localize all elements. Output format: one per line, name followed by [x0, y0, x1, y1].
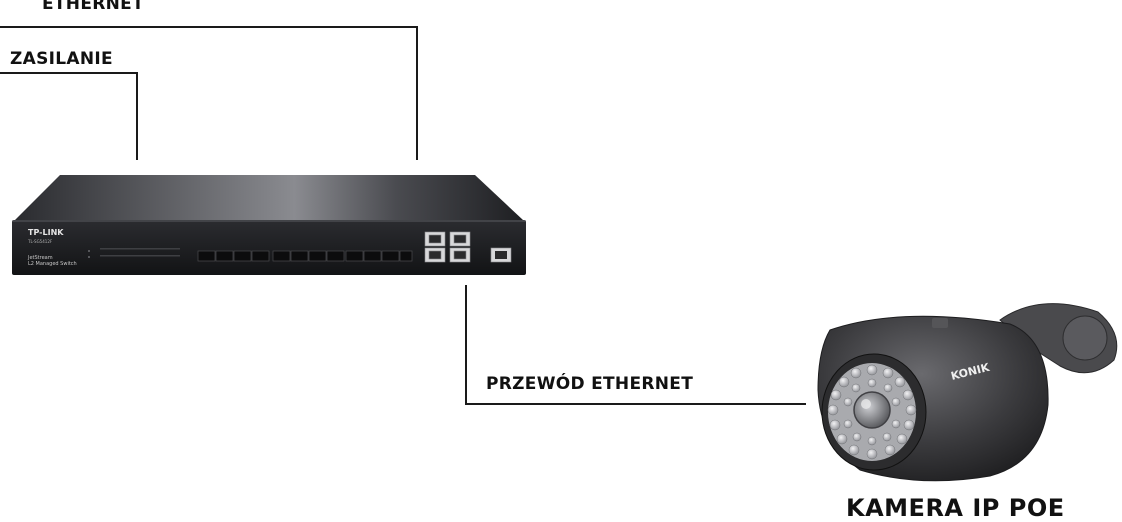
ethernet-label: ETHERNET [42, 0, 144, 14]
switch-sfp-ports [197, 250, 413, 262]
switch-brand-label: TP-LINK [28, 228, 64, 237]
camera-label: KAMERA IP POE [846, 494, 1065, 522]
camera-ir-leds [827, 364, 917, 460]
switch-model-label: TL-SG5412F [27, 239, 53, 244]
ethernet-cable-line [465, 285, 806, 405]
switch-line-brand: JetStream [27, 255, 53, 261]
ethernet-cable-label: PRZEWÓD ETHERNET [486, 374, 694, 394]
switch-front [12, 220, 526, 275]
camera-lens [853, 391, 891, 429]
switch-status-leds [88, 248, 180, 258]
ethernet-line [0, 26, 418, 160]
switch-console-port [490, 247, 512, 263]
connection-lines [0, 26, 806, 405]
switch-rj45-ports [424, 231, 471, 263]
switch-line-desc: L2 Managed Switch [28, 261, 77, 267]
power-line [0, 72, 138, 160]
power-label: ZASILANIE [10, 49, 113, 69]
switch-top [15, 175, 523, 220]
ip-camera: KONIK [817, 303, 1118, 482]
network-switch: TP-LINK TL-SG5412F JetStream L2 Managed … [12, 175, 526, 275]
